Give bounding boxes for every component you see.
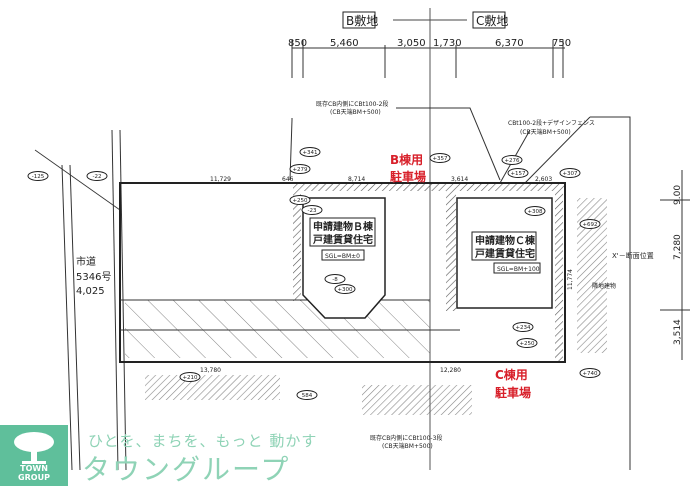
road-width: 4,025: [76, 286, 105, 297]
site-c-label: C敷地: [476, 13, 508, 28]
dim: 750: [552, 38, 571, 49]
elevation-marker: [501, 155, 523, 165]
elevation-markers: +341 +279 +357 +276 +157 +307 +308 +692 +740 +234…: [27, 147, 601, 400]
road-label: 市道 5346号 4,025: [76, 255, 111, 297]
building-b-use: 戸建賃貸住宅: [313, 233, 373, 246]
parking-c-label: C棟用: [495, 367, 528, 382]
building-b: 申請建物Ｂ棟 戸建賃貸住宅 SGL=BM±0: [302, 197, 386, 319]
elevation-marker: [27, 171, 49, 181]
elevation-value: +300: [337, 287, 353, 293]
elevation-value: +279: [292, 167, 308, 173]
elevation-value: 584: [302, 393, 313, 399]
dim: 1,730: [433, 38, 462, 49]
elevation-value: -8: [332, 277, 338, 283]
neighbor-buildings: 隣地建物: [145, 198, 616, 415]
logo-company-en: TOWN GROUP: [18, 464, 50, 482]
elevation-marker: [524, 206, 546, 216]
dim: 850: [288, 38, 307, 49]
note: (CB天端BM+500): [520, 128, 571, 136]
section-mark: X'－断面位置: [612, 251, 654, 260]
building-c-sgl: SGL=BM+100: [497, 266, 540, 273]
elevation-marker: [559, 168, 581, 178]
right-dimension-labels: 9.00 7,280 3,514: [673, 185, 683, 345]
road-number: 5346号: [76, 271, 111, 283]
building-c-use: 戸建賃貸住宅: [475, 247, 535, 260]
elevation-value: -125: [32, 174, 45, 180]
elevation-marker: [507, 168, 529, 178]
elevation-value: +357: [432, 156, 448, 162]
elevation-marker: [429, 153, 451, 163]
logo-brand: タウングループ: [82, 453, 291, 486]
elevation-value: +692: [582, 222, 597, 228]
elevation-marker: [301, 205, 323, 215]
note: (CB天端BM+500): [330, 108, 381, 116]
dim: 7,280: [673, 234, 683, 260]
elevation-value: +740: [582, 371, 598, 377]
dim: 2,603: [535, 176, 552, 183]
elevation-marker: [289, 195, 311, 205]
dim: 11,774: [567, 269, 574, 290]
elevation-value: +276: [504, 158, 520, 164]
elevation-value: +157: [510, 171, 526, 177]
dim: 11,729: [210, 176, 231, 183]
dim: 6,370: [495, 38, 524, 49]
dim: 3,050: [397, 38, 426, 49]
note: 既存CB内側にCBt100-2段: [316, 100, 388, 108]
town-group-logo: TOWN GROUP: [0, 425, 68, 486]
inner-dimensions: 8,714 3,614 2,603 12,280 13,780 11,729 1…: [200, 176, 574, 374]
dim: 5,460: [330, 38, 359, 49]
site-b-label: B敷地: [346, 13, 378, 28]
dim: 3,614: [451, 176, 468, 183]
building-b-title: 申請建物Ｂ棟: [313, 220, 374, 233]
elevation-value: +234: [515, 325, 531, 331]
parking-b-label: B棟用: [390, 152, 423, 167]
building-c-title: 申請建物Ｃ棟: [475, 234, 536, 247]
neighbor-label: 隣地建物: [592, 282, 616, 290]
dim: 3,514: [673, 319, 683, 345]
elevation-marker: [512, 322, 534, 332]
elevation-value: -23: [308, 208, 317, 214]
elevation-marker: [289, 164, 311, 174]
note: (CB天端BM+500): [382, 442, 433, 450]
elevation-value: +250: [292, 198, 308, 204]
elevation-marker: [296, 390, 318, 400]
building-c: 申請建物Ｃ棟 戸建賃貸住宅 SGL=BM+100: [456, 197, 553, 309]
elevation-value: -22: [93, 174, 102, 180]
elevation-value: +308: [527, 209, 543, 215]
elevation-marker: [516, 338, 538, 348]
building-b-sgl: SGL=BM±0: [325, 253, 360, 260]
elevation-marker: [579, 219, 601, 229]
road: [34, 129, 127, 471]
site-labels: B敷地 C敷地: [342, 11, 508, 29]
dim: 8,714: [348, 176, 365, 183]
elevation-value: +250: [519, 341, 535, 347]
right-dimensions: [660, 170, 690, 360]
top-dimensions: 850 5,460 3,050 1,730 6,370 750: [288, 38, 571, 49]
dim: 13,780: [200, 367, 221, 374]
dim: 12,280: [440, 367, 461, 374]
dim: 9.00: [673, 185, 683, 205]
dim: 646: [282, 176, 294, 183]
parking-c-label: 駐車場: [495, 385, 531, 400]
parking-labels: B棟用 駐車場 C棟用 駐車場: [390, 152, 531, 400]
logo-tagline: ひとを、まちを、もっと 動かす: [88, 432, 318, 450]
elevation-marker: [179, 372, 201, 382]
elevation-marker: [579, 368, 601, 378]
note: CBt100-2段+デザインフェンス: [508, 119, 595, 127]
elevation-value: +307: [562, 171, 578, 177]
tree-icon: [14, 432, 54, 464]
elevation-value: +341: [302, 150, 317, 156]
road-name: 市道: [76, 255, 96, 268]
parking-b-label: 駐車場: [390, 169, 426, 184]
elevation-marker: [299, 147, 321, 157]
elevation-marker: [334, 284, 356, 294]
elevation-value: +210: [182, 375, 198, 381]
elevation-marker: [86, 171, 108, 181]
note: 既存CB内側にCBt100-3段: [370, 434, 442, 442]
notes: 既存CB内側にCBt100-2段 (CB天端BM+500) CBt100-2段+…: [316, 100, 595, 450]
elevation-marker: [324, 274, 346, 284]
